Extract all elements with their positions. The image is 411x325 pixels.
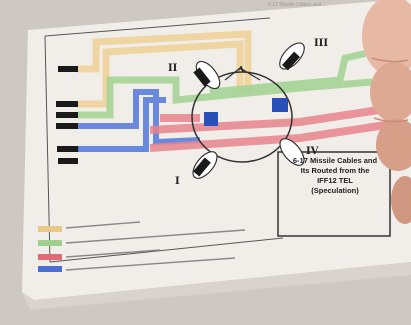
blue-connector-right <box>272 98 288 112</box>
caption-frame <box>277 151 391 237</box>
frame-bottom <box>49 237 284 263</box>
caption-line: (Speculation) <box>311 186 359 195</box>
label-iii: III <box>314 38 329 49</box>
green-cables <box>78 48 373 119</box>
caption-line: 6-17 Missile Cables and <box>292 156 378 165</box>
label-iv: IV <box>306 146 319 157</box>
paper-shadow <box>22 262 411 310</box>
left-connector-pins <box>56 66 79 164</box>
paper-sheet <box>22 0 411 300</box>
label-center: A <box>238 64 245 74</box>
legend-swatches <box>38 226 62 272</box>
blue-connector-left <box>204 112 218 126</box>
label-i: I <box>175 176 180 187</box>
hand <box>362 0 411 224</box>
legend-text-lines <box>65 221 246 271</box>
red-cables <box>149 104 393 152</box>
caption: 6-17 Missile Cables and Its Routed from … <box>283 156 387 234</box>
center-arrow <box>224 67 261 81</box>
lug-i <box>192 151 218 179</box>
caption-line: IFF12 TEL <box>317 176 353 185</box>
blue-cables <box>78 89 201 152</box>
frame-top <box>44 17 271 37</box>
lug-iv <box>279 138 305 166</box>
header-text: 6-17 Missile Cables and ... <box>268 2 327 8</box>
missile-body-outline <box>191 71 293 163</box>
label-ii: II <box>168 63 178 74</box>
lug-iii <box>279 42 305 71</box>
frame-left <box>44 35 51 263</box>
caption-line: Its Routed from the <box>300 166 370 175</box>
yellow-hoses <box>78 30 252 108</box>
lug-ii <box>193 60 221 90</box>
